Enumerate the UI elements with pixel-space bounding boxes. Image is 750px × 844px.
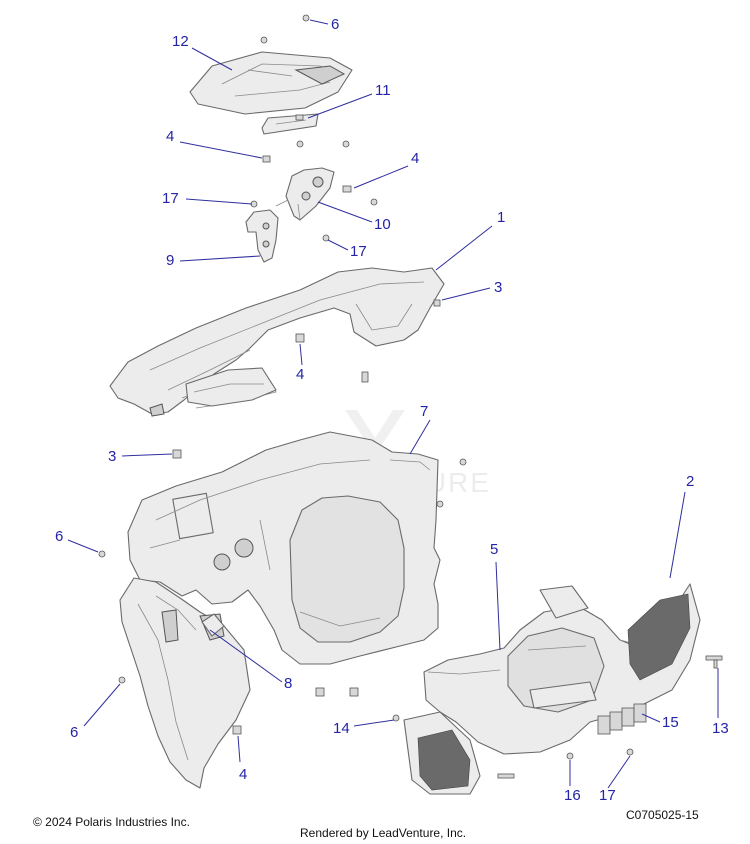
part-5-front-fascia bbox=[403, 583, 701, 795]
part-13-bolts bbox=[705, 655, 723, 669]
part-11-bracket bbox=[261, 113, 319, 135]
leader-line bbox=[309, 19, 329, 25]
leader-line bbox=[409, 419, 431, 455]
callout-12: 12 bbox=[172, 33, 189, 50]
watermark-logo-icon bbox=[345, 410, 405, 455]
callout-14: 14 bbox=[333, 720, 350, 737]
fasteners bbox=[98, 14, 634, 779]
leader-line bbox=[327, 239, 349, 251]
callout-16: 16 bbox=[564, 787, 581, 804]
part-7-inner-panel bbox=[127, 431, 441, 665]
part-12-hood bbox=[189, 51, 353, 115]
callout-9: 9 bbox=[166, 252, 174, 269]
part-9-bracket bbox=[245, 209, 279, 263]
leader-line bbox=[67, 539, 99, 553]
leader-line bbox=[83, 683, 121, 727]
callout-7: 7 bbox=[420, 403, 428, 420]
leader-line bbox=[237, 735, 241, 763]
callout-5: 5 bbox=[490, 541, 498, 558]
callout-11: 11 bbox=[375, 82, 391, 99]
drawing-id: C0705025-15 bbox=[626, 808, 699, 822]
part-1-dash-frame bbox=[109, 267, 445, 417]
leader-line bbox=[209, 629, 283, 683]
leader-line bbox=[353, 719, 395, 727]
callout-labels: 1 2 3 3 4 4 4 4 5 6 6 6 7 8 9 10 11 12 1… bbox=[55, 16, 729, 804]
callout-6: 6 bbox=[55, 528, 63, 545]
leader-line bbox=[185, 198, 253, 205]
callout-4: 4 bbox=[296, 366, 304, 383]
callout-8: 8 bbox=[284, 675, 292, 692]
callout-1: 1 bbox=[497, 209, 505, 226]
callout-17: 17 bbox=[162, 190, 179, 207]
part-10-bracket bbox=[275, 167, 335, 221]
copyright-text: © 2024 Polaris Industries Inc. bbox=[33, 815, 190, 829]
leader-line bbox=[179, 141, 263, 159]
leader-line bbox=[669, 491, 686, 579]
callout-3: 3 bbox=[108, 448, 116, 465]
callout-10: 10 bbox=[374, 216, 391, 233]
callout-6: 6 bbox=[70, 724, 78, 741]
callout-4: 4 bbox=[166, 128, 174, 145]
leader-line bbox=[121, 453, 173, 457]
leader-line bbox=[317, 201, 373, 223]
callout-13: 13 bbox=[712, 720, 729, 737]
leader-line bbox=[495, 561, 501, 651]
callout-6: 6 bbox=[331, 16, 339, 33]
part-15-clips bbox=[597, 703, 647, 735]
leader-line bbox=[307, 93, 373, 119]
leader-line bbox=[179, 255, 261, 262]
rendered-by-text: Rendered by LeadVenture, Inc. bbox=[300, 826, 467, 840]
leader-line bbox=[435, 225, 493, 271]
callout-15: 15 bbox=[662, 714, 679, 731]
part-8-clip bbox=[201, 613, 225, 637]
leader-line bbox=[441, 287, 491, 301]
leader-line bbox=[641, 713, 661, 723]
callout-17: 17 bbox=[350, 243, 367, 260]
callout-4: 4 bbox=[239, 766, 247, 783]
callout-4: 4 bbox=[411, 150, 419, 167]
leader-lines bbox=[67, 19, 719, 789]
callout-2: 2 bbox=[686, 473, 694, 490]
callout-3: 3 bbox=[494, 279, 502, 296]
leader-line bbox=[607, 755, 631, 789]
leader-line bbox=[299, 343, 303, 366]
leader-line bbox=[353, 165, 409, 189]
callout-17: 17 bbox=[599, 787, 616, 804]
leader-line bbox=[191, 47, 233, 71]
left-kick-panel bbox=[119, 577, 251, 789]
